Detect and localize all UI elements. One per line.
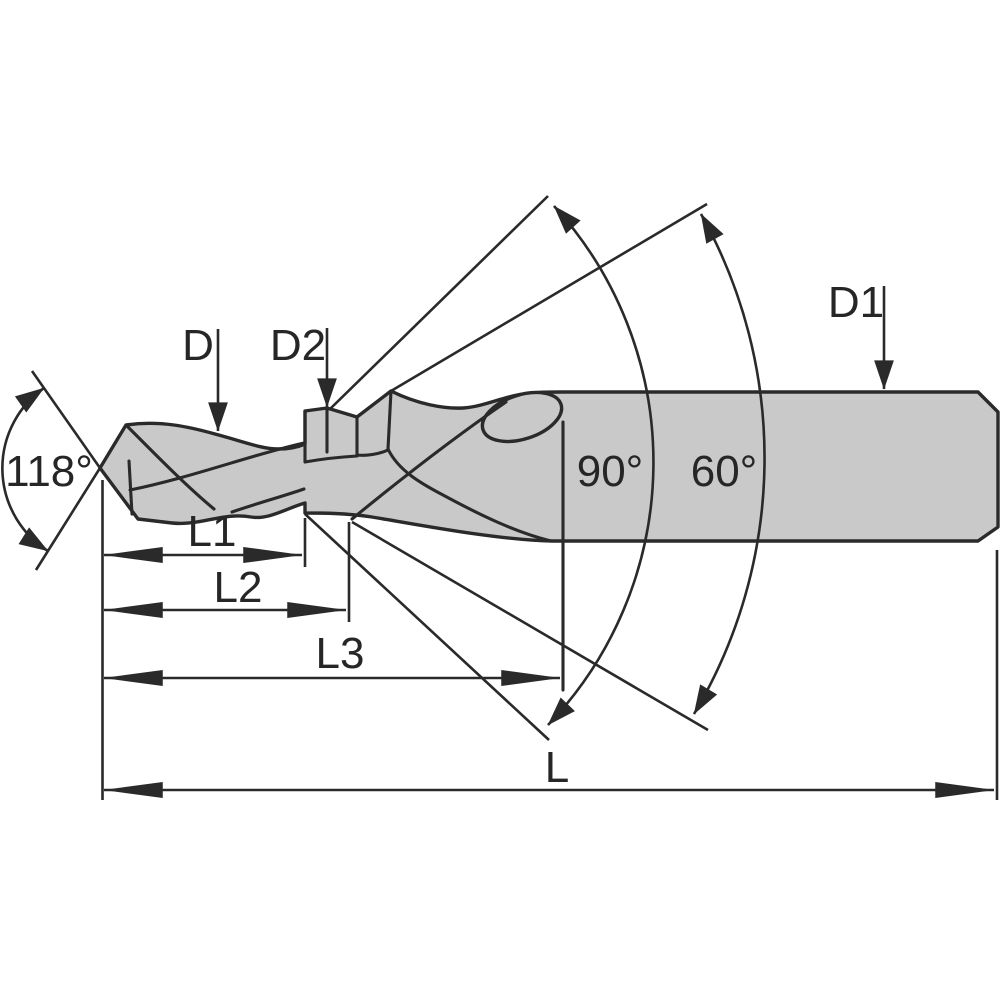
label-l1: L1 — [188, 507, 237, 556]
label-l2: L2 — [214, 563, 263, 612]
label-shank-diameter: D1 — [828, 278, 884, 327]
point-angle-lines — [30, 370, 102, 571]
point-angle-arc — [1, 386, 49, 553]
label-angle-60: 60° — [691, 447, 758, 496]
label-point-angle: 118° — [5, 447, 93, 496]
drill-detail-lines — [124, 389, 565, 692]
angle-arc-60 — [692, 213, 766, 715]
angle-arc-90 — [547, 205, 655, 726]
label-angle-90: 90° — [577, 447, 644, 496]
label-l3: L3 — [316, 629, 365, 678]
extension-lines — [101, 480, 999, 800]
label-pilot-diameter: D — [182, 321, 214, 370]
label-l-total: L — [545, 743, 569, 792]
label-step-diameter: D2 — [270, 321, 326, 370]
countersink-90-reference-lines — [304, 195, 550, 741]
